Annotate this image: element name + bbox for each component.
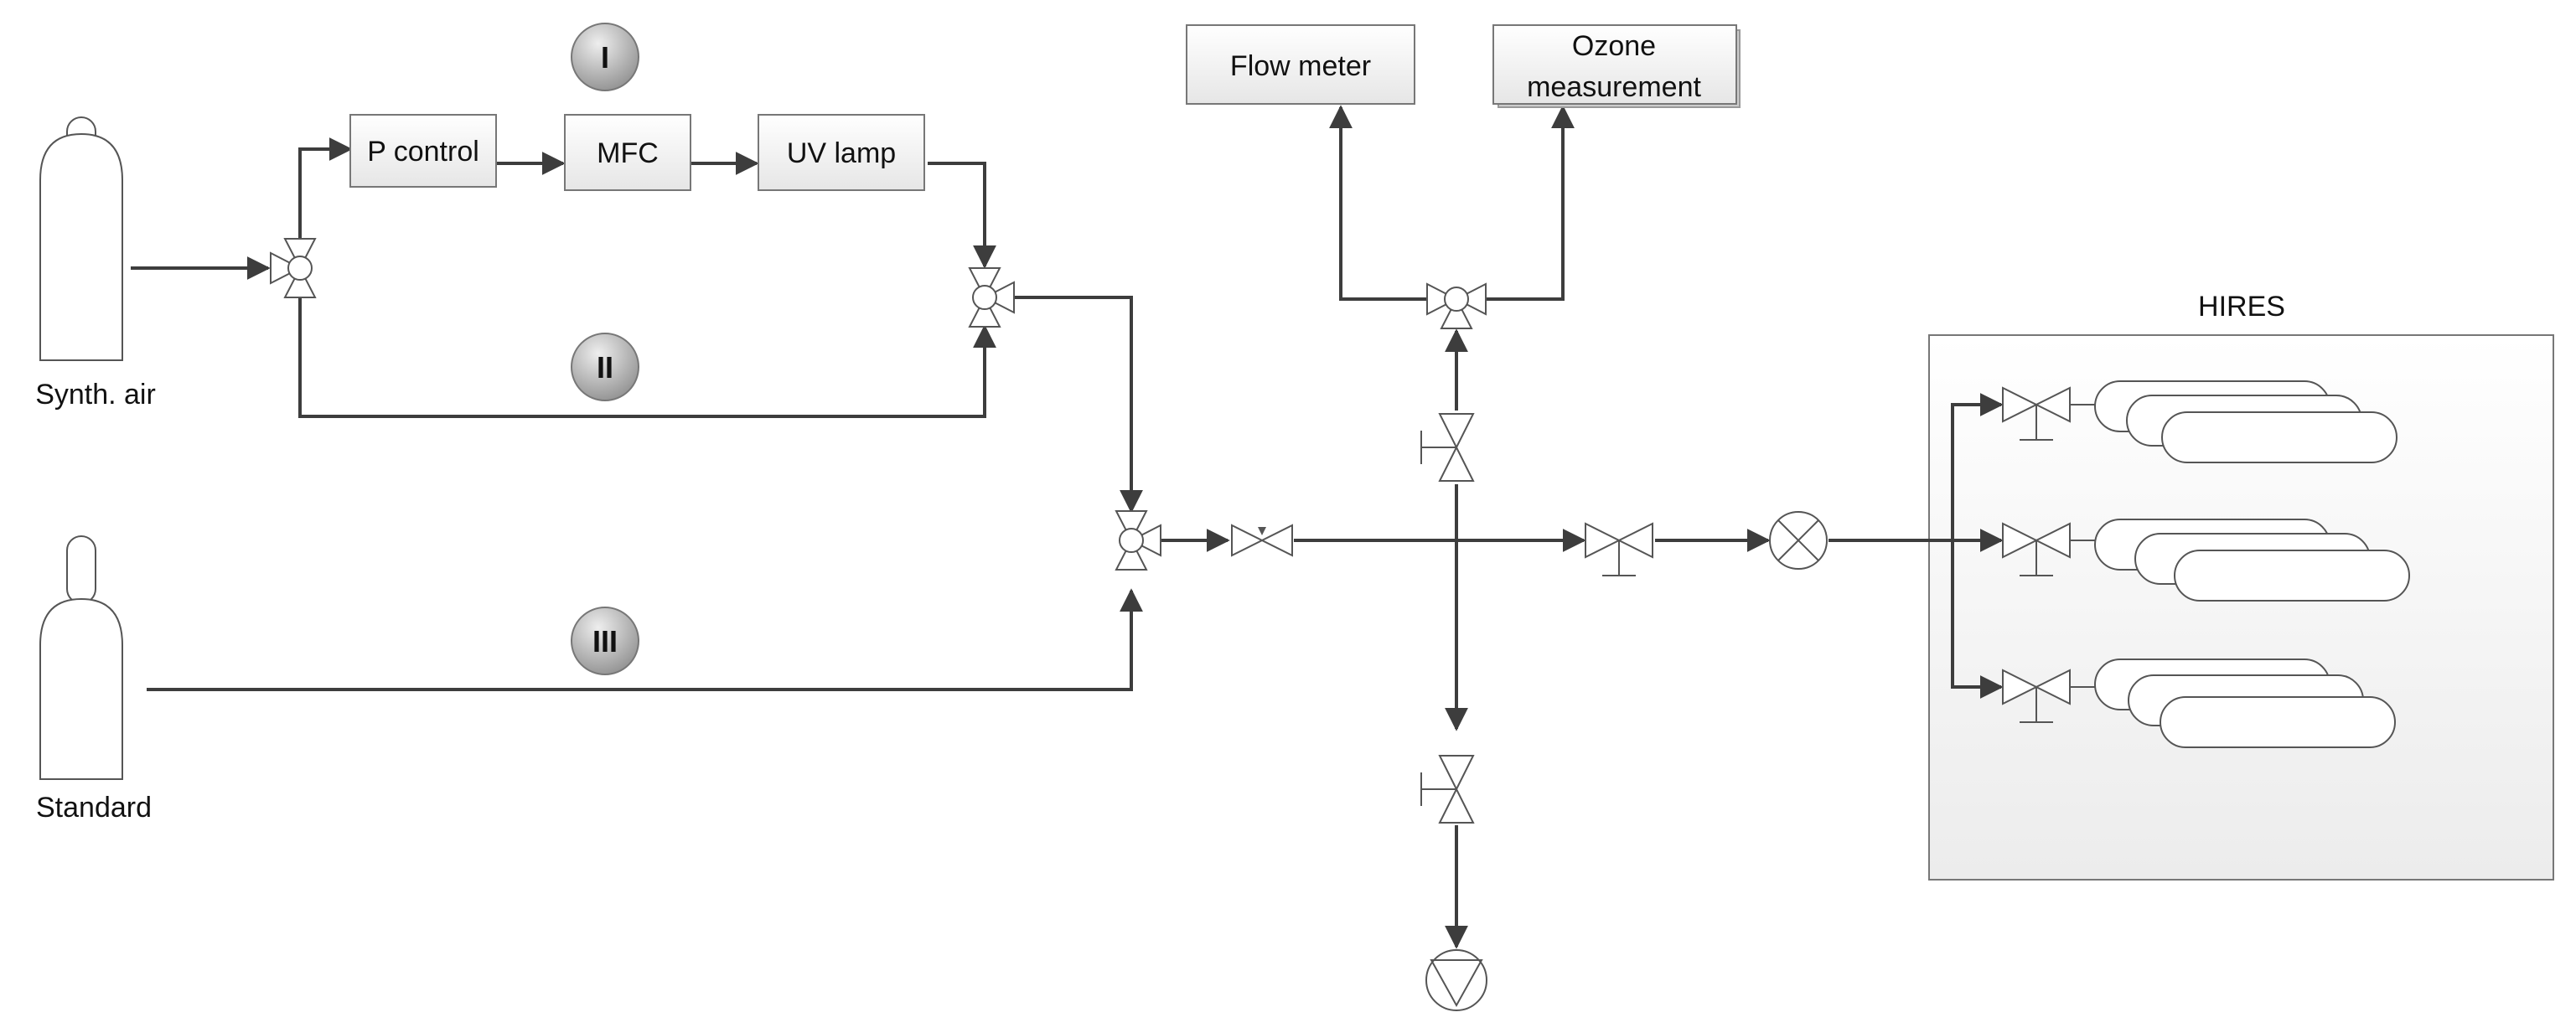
ozone-label-line1: Ozone: [1572, 30, 1656, 62]
cylinder-standard: [39, 535, 123, 780]
hires-valve-2: [2002, 522, 2095, 576]
box-p-control: P control: [349, 114, 497, 188]
shutoff-valve-lower: [1420, 755, 1475, 824]
box-uv-lamp: UV lamp: [758, 114, 925, 191]
hires-label: HIRES: [2198, 291, 2285, 323]
cylinder-synth-air: [39, 116, 123, 361]
path-marker-2: II: [571, 333, 639, 401]
flow-meter-label: Flow meter: [1230, 50, 1371, 82]
path-marker-3: III: [571, 607, 639, 675]
needle-valve: [1231, 524, 1293, 557]
uv-lamp-label: UV lamp: [787, 137, 896, 169]
box-mfc: MFC: [564, 114, 691, 191]
hires-valve-1: [2002, 386, 2095, 441]
sample-vessels-2: [2094, 519, 2410, 602]
flow-lines: [131, 105, 2004, 949]
p-control-label: P control: [367, 136, 479, 168]
three-way-valve-2: [968, 267, 1015, 328]
ozone-label-line2: measurement: [1527, 71, 1701, 103]
pump-icon: [1425, 949, 1487, 1011]
path-marker-3-label: III: [592, 624, 618, 659]
shutoff-valve-upper: [1420, 413, 1475, 482]
three-way-valve-1: [270, 238, 317, 298]
box-ozone-measurement: Ozone measurement: [1492, 24, 1741, 108]
synth-air-label: Synth. air: [35, 379, 156, 411]
standard-label: Standard: [36, 792, 152, 824]
sample-vessels-3: [2094, 659, 2396, 748]
path-marker-1: I: [571, 23, 639, 91]
shutoff-valve-horizontal: [1585, 522, 1653, 576]
three-way-valve-4: [1426, 282, 1487, 329]
mfc-label: MFC: [597, 137, 659, 169]
sample-vessels-1: [2094, 380, 2398, 463]
pressure-gauge-icon: [1769, 511, 1828, 570]
box-flow-meter: Flow meter: [1186, 24, 1415, 105]
path-marker-1-label: I: [601, 40, 609, 75]
three-way-valve-3: [1115, 510, 1161, 571]
hires-valve-3: [2002, 669, 2095, 723]
path-marker-2-label: II: [597, 350, 613, 385]
